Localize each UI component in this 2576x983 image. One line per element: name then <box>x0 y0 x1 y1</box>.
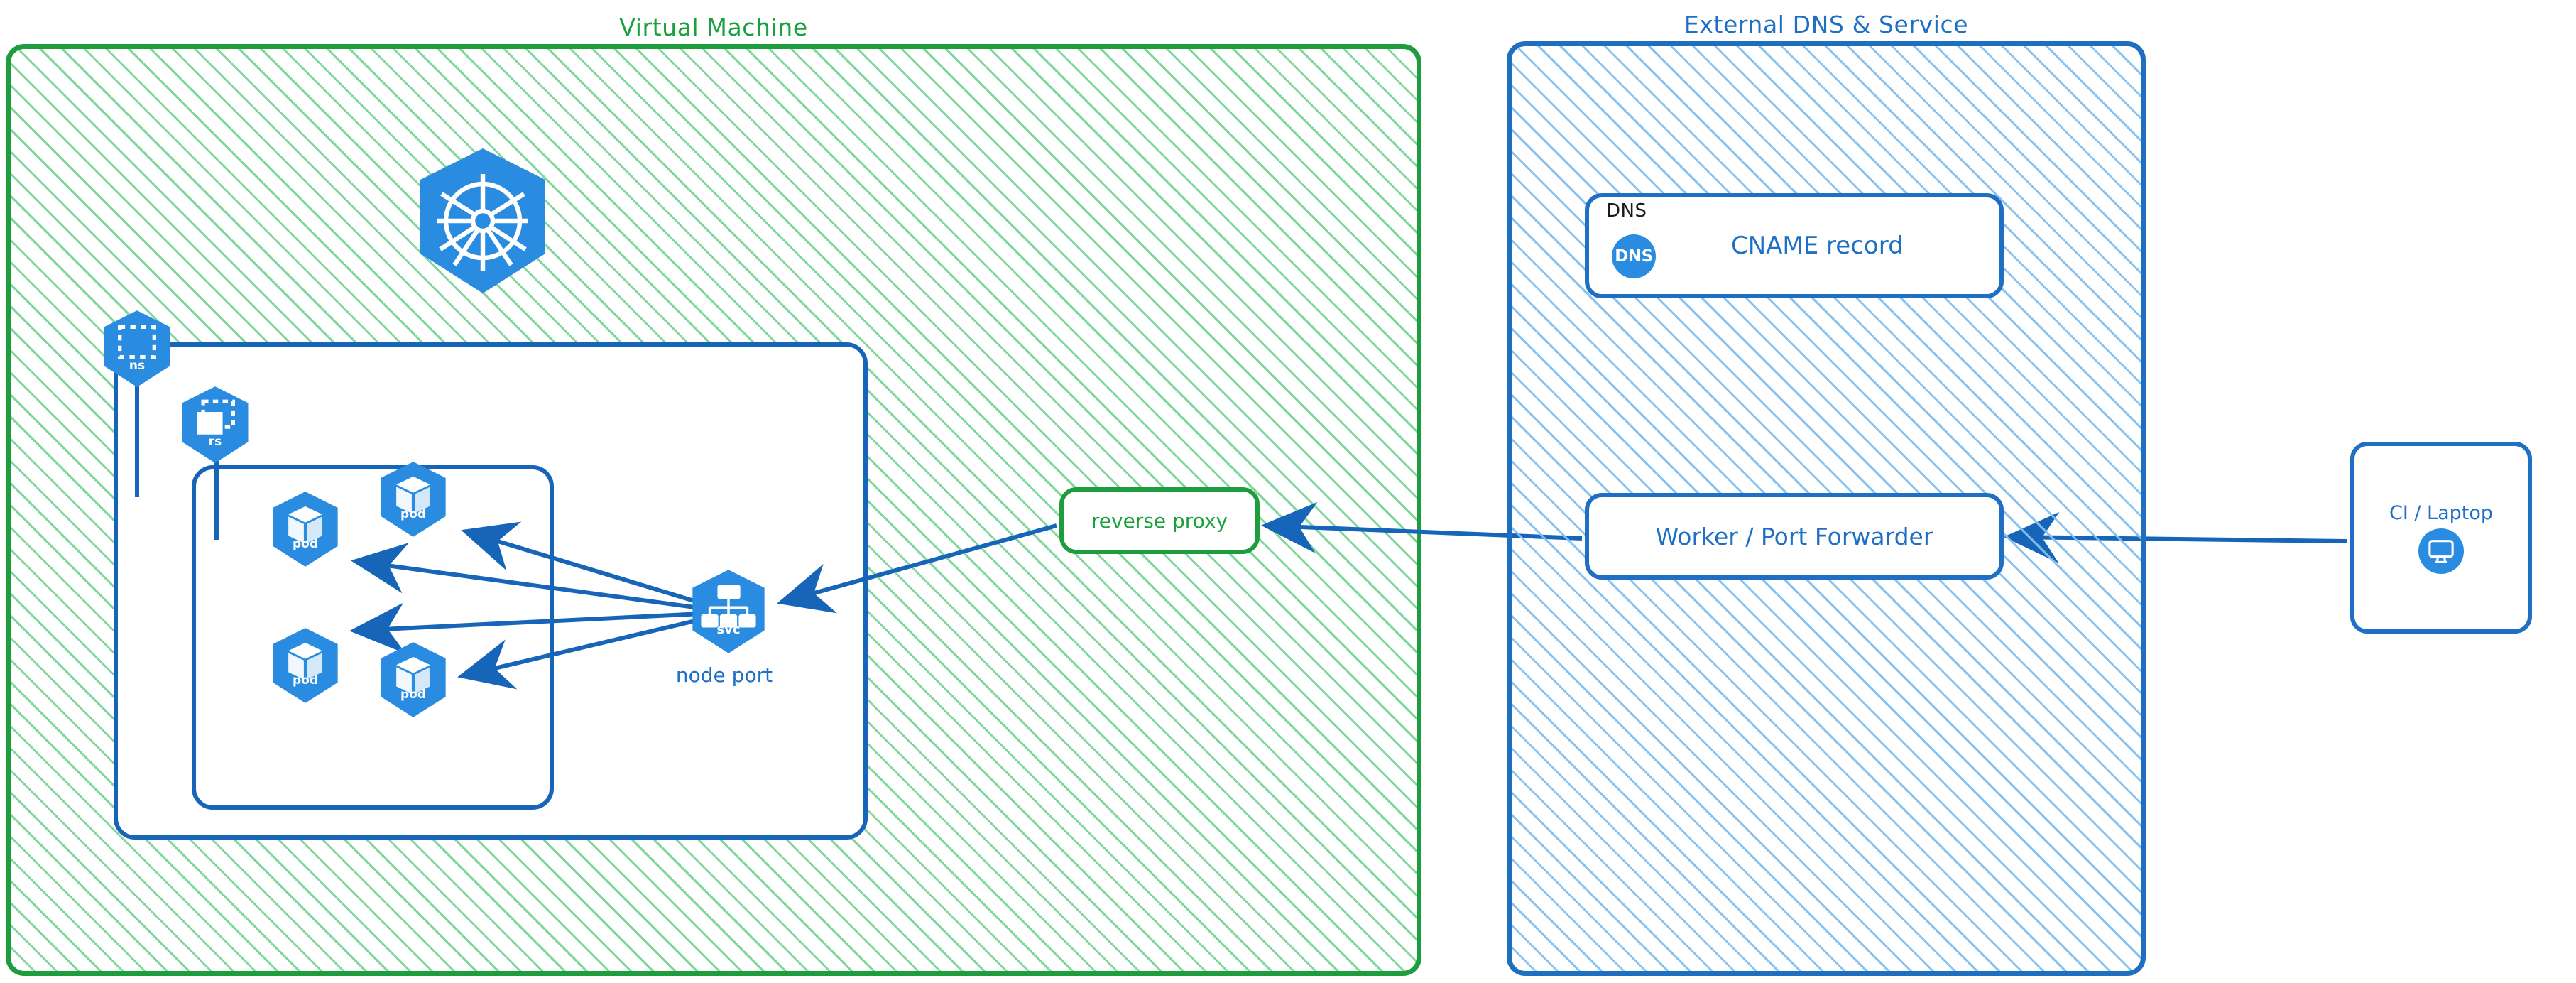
ci-laptop-node[interactable]: CI / Laptop <box>2350 442 2532 634</box>
dns-cname-card[interactable]: DNS DNS CNAME record <box>1585 193 2004 298</box>
worker-port-forwarder-node[interactable]: Worker / Port Forwarder <box>1585 493 2004 580</box>
ci-laptop-label: CI / Laptop <box>2389 501 2494 524</box>
group-external-dns-service-title: External DNS & Service <box>1683 11 1969 38</box>
dns-cname-label: CNAME record <box>1731 232 1904 260</box>
kubernetes-replicaset-icon[interactable]: rs <box>178 385 253 465</box>
kubernetes-service-icon[interactable]: svc <box>687 568 770 655</box>
kubernetes-namespace-icon[interactable]: ns <box>99 309 175 389</box>
group-virtual-machine-title: Virtual Machine <box>619 13 808 41</box>
node-port-caption: node port <box>675 663 773 687</box>
reverse-proxy-label: reverse proxy <box>1091 509 1228 533</box>
kubernetes-pod-icon-1[interactable]: pod <box>268 490 342 568</box>
reverse-proxy-node[interactable]: reverse proxy <box>1059 487 1260 554</box>
kubernetes-pod-icon-2[interactable]: pod <box>376 460 450 538</box>
desktop-monitor-icon <box>2418 528 2464 574</box>
kubernetes-logo <box>412 146 554 296</box>
worker-port-forwarder-label: Worker / Port Forwarder <box>1655 522 1933 550</box>
dns-badge-icon: DNS <box>1612 234 1656 278</box>
kubernetes-pod-icon-4[interactable]: pod <box>376 641 450 719</box>
kubernetes-pod-icon-3[interactable]: pod <box>268 626 342 705</box>
dns-card-tag: DNS <box>1606 200 1647 222</box>
replicaset-container[interactable] <box>192 465 554 810</box>
